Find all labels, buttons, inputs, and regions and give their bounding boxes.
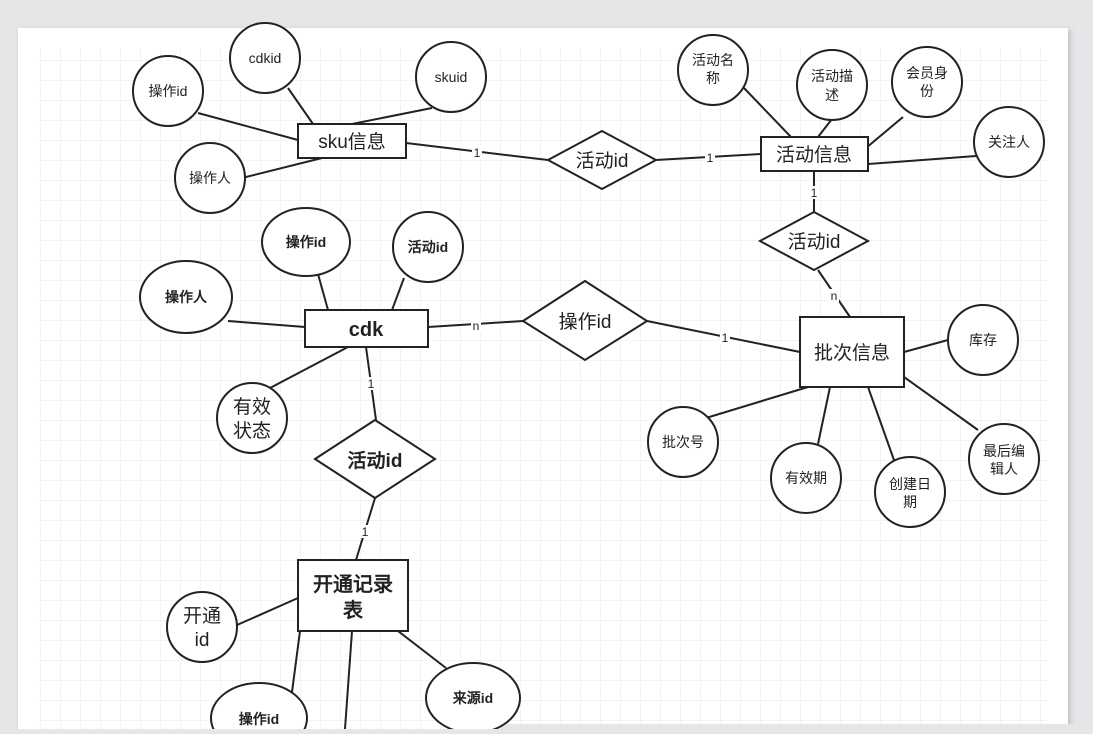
attr-batch-no: 批次号 (662, 434, 704, 450)
edge-rec-down (344, 630, 353, 730)
rel-sku-activity-label: 活动id (576, 150, 629, 172)
edge-cdk-status (269, 346, 349, 389)
edge-rec-opid (291, 630, 301, 693)
attr-cdk-status-2: 状态 (233, 420, 271, 442)
attribute-labels: 操作id cdkid skuid 操作人 活动名 称 活动描 述 会员身 份 关… (149, 50, 1030, 727)
attr-cdk-opid: 操作id (286, 234, 326, 250)
rel-sku-activity[interactable]: 活动id (545, 129, 659, 191)
edge-act-name (743, 87, 792, 138)
entity-sku-label: sku信息 (318, 131, 386, 153)
edge-batch-stock (903, 339, 949, 353)
attr-cdk-status-1: 有效 (233, 396, 271, 418)
attributes (132, 22, 1045, 734)
rel-cdk-batch-label: 操作id (559, 311, 612, 333)
entity-cdk-label: cdk (349, 319, 384, 341)
edge-act-member (865, 116, 904, 149)
edge-cdk-actid (391, 277, 405, 311)
attr-batch-created-1: 创建日 (889, 476, 931, 492)
attr-act-desc-1: 活动描 (811, 68, 853, 84)
edge-batch-valid (817, 386, 831, 445)
entity-batch-label: 批次信息 (814, 342, 890, 364)
entity-cdk[interactable]: cdk (304, 309, 429, 348)
attr-act-name-1: 活动名 (692, 52, 734, 68)
entity-sku[interactable]: sku信息 (297, 123, 407, 159)
card-cdk-down: 1 (368, 377, 375, 391)
attr-rec-openid-1: 开通 (183, 605, 221, 627)
attr-cdk-operator: 操作人 (165, 289, 208, 305)
card-cdk: n (473, 319, 480, 333)
edge-cdk-opid (317, 273, 329, 311)
attr-batch-editor-1: 最后编 (983, 443, 1025, 459)
card-record-up: 1 (362, 525, 369, 539)
edge-batch-editor (903, 376, 979, 431)
edge-act-desc (817, 118, 833, 138)
entity-activity-label: 活动信息 (776, 144, 852, 166)
edge-sku-skuid (351, 107, 433, 125)
card-activity: 1 (707, 151, 714, 165)
entity-record-label-1: 开通记录 (313, 573, 393, 596)
edge-rec-source (397, 630, 447, 669)
edge-sku-operator (241, 157, 323, 179)
attr-cdk-actid: 活动id (408, 239, 448, 255)
edge-rec-openid (236, 597, 299, 626)
entity-activity[interactable]: 活动信息 (760, 136, 869, 172)
attr-act-desc-2: 述 (825, 87, 839, 103)
rel-activity-batch-label: 活动id (788, 231, 841, 253)
edge-batch-created (867, 386, 895, 461)
attr-sku-opid: 操作id (149, 83, 188, 99)
attr-sku-cdkid: cdkid (249, 50, 282, 66)
rel-cdk-record-label: 活动id (348, 449, 403, 472)
entity-record[interactable]: 开通记录 表 (297, 559, 409, 632)
rel-cdk-record[interactable]: 活动id (313, 418, 437, 500)
attr-rec-source: 来源id (452, 690, 493, 706)
attr-act-member-2: 份 (920, 83, 934, 99)
card-sku: 1 (474, 146, 481, 160)
rel-cdk-batch[interactable]: 操作id (521, 279, 649, 362)
card-batch: 1 (722, 331, 729, 345)
entity-record-label-2: 表 (343, 598, 364, 622)
attr-act-member-1: 会员身 (906, 65, 948, 81)
card-batch-up: n (831, 289, 838, 303)
attr-batch-editor-2: 辑人 (990, 461, 1018, 477)
attr-batch-valid: 有效期 (785, 470, 827, 486)
edge-act-follower (867, 155, 977, 165)
attr-act-follower: 关注人 (988, 134, 1030, 150)
entity-batch[interactable]: 批次信息 (799, 316, 905, 388)
cardinality-labels: 1 1 1 n n 1 1 1 (360, 146, 839, 539)
attr-sku-skuid: skuid (435, 69, 468, 85)
card-activity-down: 1 (811, 186, 818, 200)
edge-batch-no (705, 386, 809, 419)
bottom-edge (500, 724, 1093, 729)
attr-batch-created-2: 期 (903, 494, 917, 510)
edge-cdk-operator (227, 320, 306, 328)
edge-sku-cdkid (287, 87, 314, 125)
attr-batch-stock: 库存 (969, 332, 997, 348)
attr-rec-openid-2: id (195, 630, 210, 651)
attr-sku-operator: 操作人 (189, 170, 231, 186)
edge-sku-opid (197, 112, 299, 141)
rel-activity-batch[interactable]: 活动id (757, 210, 871, 272)
attr-act-name-2: 称 (706, 70, 720, 86)
attr-rec-opid: 操作id (239, 711, 279, 727)
